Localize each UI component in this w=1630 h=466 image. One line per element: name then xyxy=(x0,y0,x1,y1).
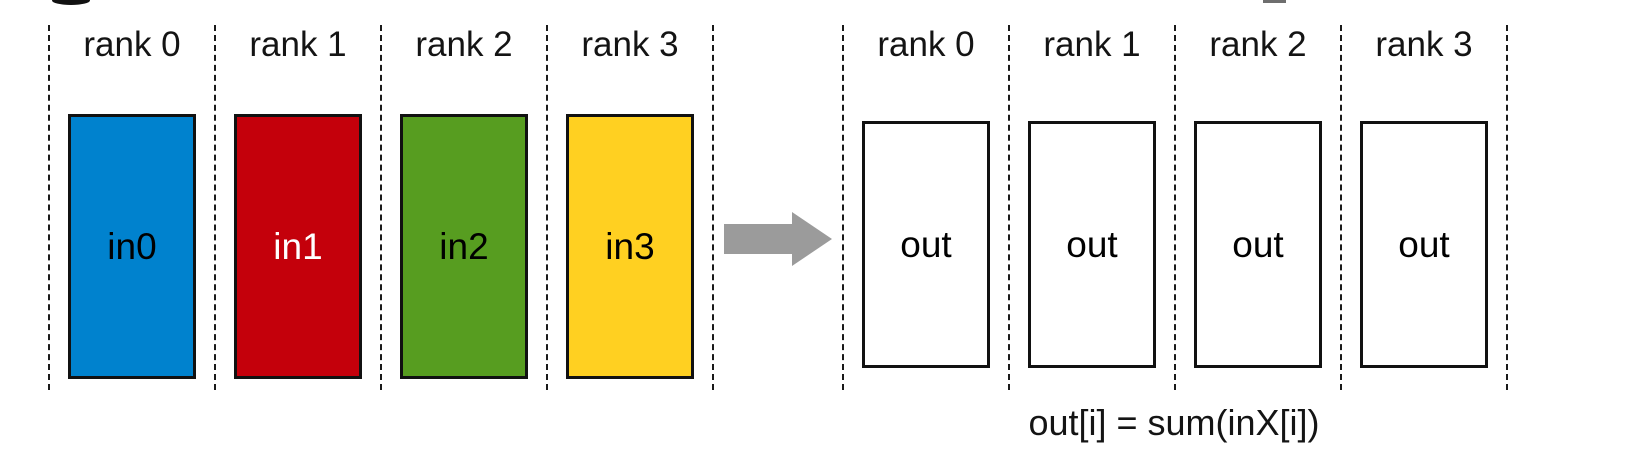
cropped-text-remnant xyxy=(1263,0,1286,3)
output-buffer-rank0: out xyxy=(862,121,990,368)
formula-caption: out[i] = sum(inX[i]) xyxy=(1028,402,1320,443)
input-ranks-group: rank 0 in0 rank 1 in1 rank 2 in2 rank 3 … xyxy=(48,25,714,390)
output-buffer-rank1: out xyxy=(1028,121,1156,368)
output-ranks-group: rank 0 out rank 1 out rank 2 out rank 3 … xyxy=(842,25,1508,390)
input-buffer-in0: in0 xyxy=(68,114,196,379)
buffer-label: out xyxy=(1232,223,1284,265)
buffer-label: out xyxy=(1066,223,1118,265)
output-buffer-rank2: out xyxy=(1194,121,1322,368)
rank-column-in3: rank 3 in3 xyxy=(546,25,712,390)
rank-label: rank 1 xyxy=(1043,25,1141,64)
buffer-label: out xyxy=(900,223,952,265)
buffer-label: in3 xyxy=(605,225,655,267)
input-buffer-in3: in3 xyxy=(566,114,694,379)
rank-column-in1: rank 1 in1 xyxy=(214,25,380,390)
rank-label: rank 0 xyxy=(83,25,181,64)
rank-label: rank 1 xyxy=(249,25,347,64)
rank-column-in2: rank 2 in2 xyxy=(380,25,546,390)
output-buffer-rank3: out xyxy=(1360,121,1488,368)
buffer-label: out xyxy=(1398,223,1450,265)
buffer-label: in1 xyxy=(273,225,323,267)
rank-column-in0: rank 0 in0 xyxy=(48,25,214,390)
right-arrow-icon xyxy=(724,212,832,266)
rank-label: rank 0 xyxy=(877,25,975,64)
cropped-text-remnant xyxy=(52,0,90,5)
rank-label: rank 3 xyxy=(1375,25,1473,64)
rank-column-out1: rank 1 out xyxy=(1008,25,1174,390)
input-buffer-in2: in2 xyxy=(400,114,528,379)
input-buffer-in1: in1 xyxy=(234,114,362,379)
rank-column-out0: rank 0 out xyxy=(842,25,1008,390)
buffer-label: in2 xyxy=(439,225,489,267)
rank-label: rank 2 xyxy=(415,25,513,64)
rank-column-out3: rank 3 out xyxy=(1340,25,1506,390)
buffer-label: in0 xyxy=(107,225,157,267)
rank-label: rank 3 xyxy=(581,25,679,64)
rank-label: rank 2 xyxy=(1209,25,1307,64)
rank-column-out2: rank 2 out xyxy=(1174,25,1340,390)
